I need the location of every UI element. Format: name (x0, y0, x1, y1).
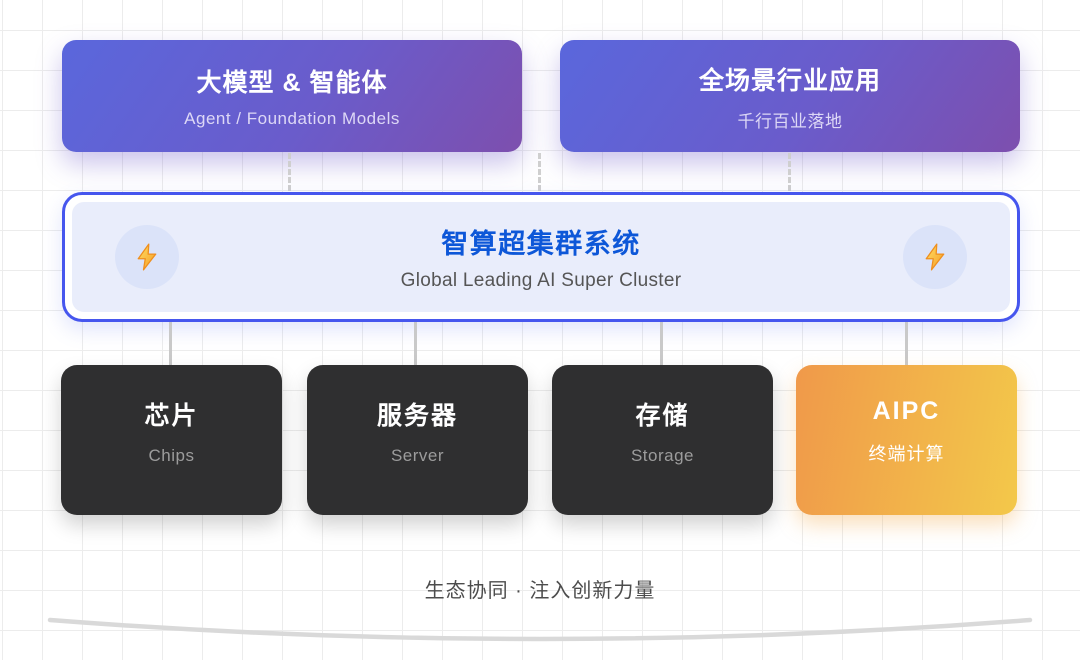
cluster-subtitle: Global Leading AI Super Cluster (400, 270, 682, 291)
bottom-box-server-subtitle: Server (390, 446, 445, 465)
cluster-box: 智算超集群系统 Global Leading AI Super Cluster (62, 192, 1020, 322)
solid-connector (414, 322, 417, 366)
top-box-models-title: 大模型 & 智能体 (196, 69, 388, 97)
footer-arc (47, 617, 1033, 642)
bottom-box-aipc-title: AIPC (872, 396, 941, 425)
bottom-box-storage-title: 存储 (635, 402, 690, 430)
footer-tagline: 生态协同 · 注入创新力量 (424, 580, 656, 602)
solid-connector (169, 322, 172, 366)
solid-connector (660, 322, 663, 366)
top-box-models-subtitle: Agent / Foundation Models (184, 109, 400, 128)
top-box-applications: 全场景行业应用 千行百业落地 (560, 40, 1020, 152)
dashed-connector (288, 153, 291, 191)
bottom-box-aipc-subtitle: 终端计算 (868, 443, 945, 464)
top-box-applications-subtitle: 千行百业落地 (737, 111, 843, 131)
lightning-icon (115, 225, 179, 289)
bottom-box-chips-title: 芯片 (144, 402, 199, 430)
solid-connector (905, 322, 908, 366)
bottom-box-server: 服务器 Server (307, 365, 528, 515)
top-box-models: 大模型 & 智能体 Agent / Foundation Models (62, 40, 522, 152)
dashed-connector (538, 153, 541, 191)
bottom-box-storage-subtitle: Storage (630, 446, 695, 465)
lightning-icon (903, 225, 967, 289)
dashed-connector (788, 153, 791, 191)
bottom-box-server-title: 服务器 (376, 402, 458, 430)
top-box-applications-title: 全场景行业应用 (698, 66, 881, 95)
cluster-title: 智算超集群系统 (441, 229, 641, 259)
cluster-box-inner: 智算超集群系统 Global Leading AI Super Cluster (72, 202, 1010, 312)
bottom-box-aipc: AIPC 终端计算 (796, 365, 1017, 515)
bottom-box-chips: 芯片 Chips (61, 365, 282, 515)
bottom-box-storage: 存储 Storage (552, 365, 773, 515)
bottom-box-chips-subtitle: Chips (148, 446, 195, 465)
